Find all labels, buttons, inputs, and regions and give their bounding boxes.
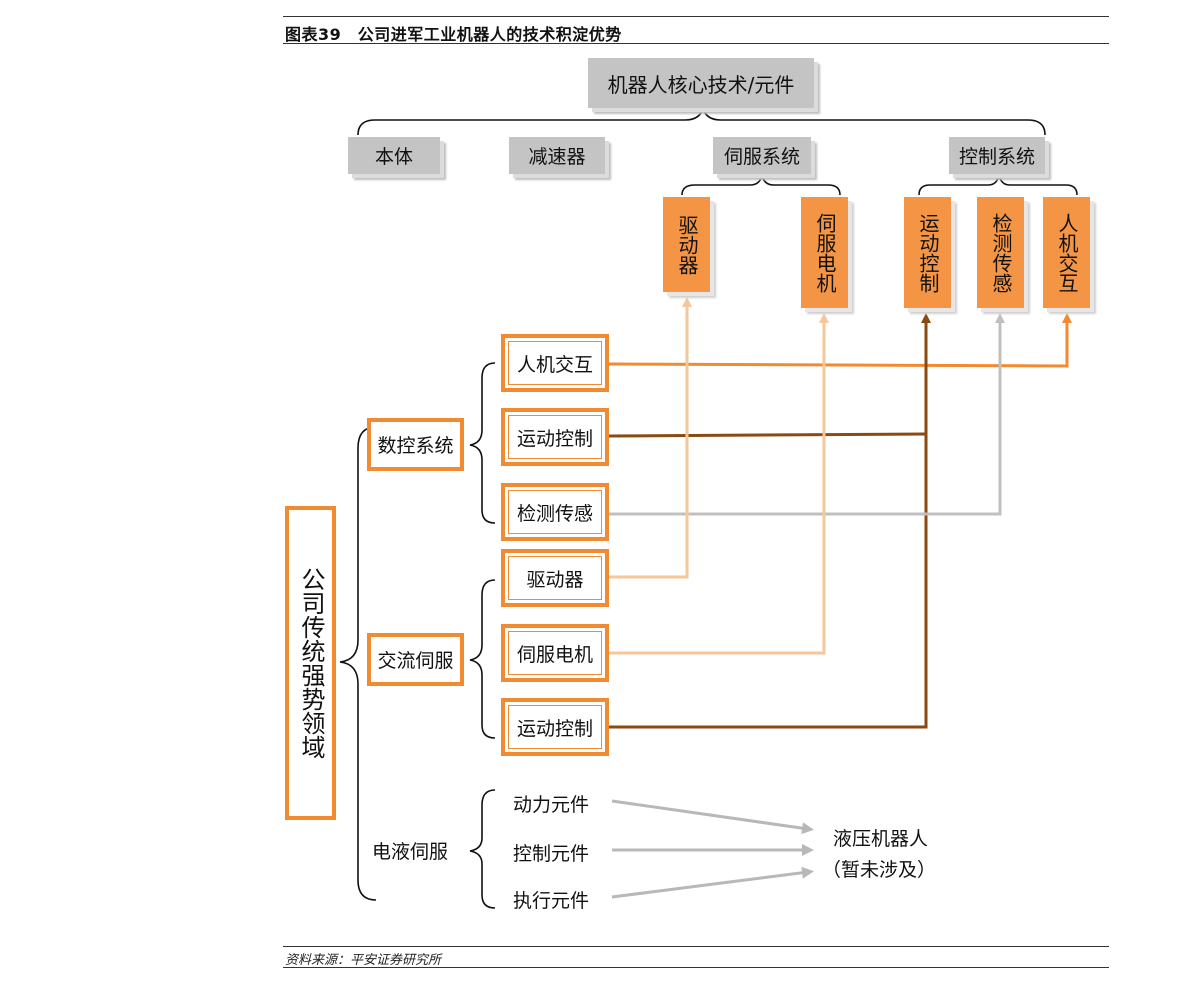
top-rule-2 <box>283 43 1109 44</box>
eh-item-execute: 执行元件 <box>513 890 590 912</box>
servo-motor-node: 伺服电机 <box>801 197 848 308</box>
cnc-item-motion: 运动控制 <box>501 408 609 466</box>
group-eh-servo: 电液伺服 <box>372 841 449 863</box>
brace-control <box>918 174 1078 196</box>
cnc-item-hmi-label: 人机交互 <box>516 353 593 376</box>
bottom-rule-2 <box>283 967 1109 968</box>
servo-motor-label: 伺服电机 <box>813 212 837 293</box>
arrow-power <box>611 799 814 835</box>
robot-core-root-label: 机器人核心技术/元件 <box>607 72 795 97</box>
eh-item-control: 控制元件 <box>513 843 590 865</box>
category-reducer-label: 减速器 <box>528 146 586 168</box>
cnc-item-sensing-label: 检测传感 <box>516 502 593 525</box>
link-driver <box>608 297 692 579</box>
link-motion-servo <box>608 313 931 729</box>
ac-item-motor: 伺服电机 <box>501 624 609 682</box>
brace-eh-servo <box>469 789 496 909</box>
category-control: 控制系统 <box>949 137 1045 174</box>
group-cnc: 数控系统 <box>367 418 464 471</box>
link-motor <box>608 313 829 655</box>
category-servo: 伺服系统 <box>713 137 811 174</box>
eh-item-power: 动力元件 <box>513 794 590 816</box>
link-sensing <box>608 313 1005 516</box>
ac-item-driver-label: 驱动器 <box>526 568 584 591</box>
company-root: 公司传统强势领域 <box>285 506 336 820</box>
control-hmi-node: 人机交互 <box>1043 197 1090 308</box>
control-sensing-label: 检测传感 <box>989 212 1013 293</box>
ac-item-driver: 驱动器 <box>501 549 609 607</box>
hydraulic-target-line1: 液压机器人 <box>833 828 929 850</box>
cnc-item-motion-label: 运动控制 <box>516 427 593 450</box>
control-motion-node: 运动控制 <box>904 197 951 308</box>
group-cnc-label: 数控系统 <box>377 435 454 457</box>
category-body: 本体 <box>348 137 440 174</box>
control-hmi-label: 人机交互 <box>1055 212 1079 293</box>
brace-servo <box>681 174 841 196</box>
source-note: 资料来源：平安证券研究所 <box>285 953 442 968</box>
ac-item-motion: 运动控制 <box>501 698 609 756</box>
ac-item-motion-label: 运动控制 <box>516 717 593 740</box>
servo-driver-node: 驱动器 <box>663 197 710 292</box>
brace-cnc <box>469 362 496 524</box>
brace-ac-servo <box>469 579 496 739</box>
brace-top <box>357 107 1046 136</box>
category-control-label: 控制系统 <box>958 146 1035 168</box>
link-hmi <box>607 313 1072 368</box>
control-motion-label: 运动控制 <box>916 212 940 293</box>
arrow-execute <box>611 866 814 899</box>
ac-item-motor-label: 伺服电机 <box>516 643 593 666</box>
control-sensing-node: 检测传感 <box>977 197 1024 308</box>
company-root-label: 公司传统强势领域 <box>297 567 325 759</box>
figure-title: 图表39 公司进军工业机器人的技术积淀优势 <box>285 25 622 44</box>
bottom-rule-1 <box>283 946 1109 947</box>
group-ac-servo-label: 交流伺服 <box>377 650 454 672</box>
servo-driver-label: 驱动器 <box>675 214 699 275</box>
cnc-item-hmi: 人机交互 <box>501 334 609 392</box>
link-motion-cnc <box>607 432 927 438</box>
group-ac-servo: 交流伺服 <box>367 633 464 686</box>
category-body-label: 本体 <box>374 146 413 168</box>
category-reducer: 减速器 <box>509 137 605 174</box>
top-rule-1 <box>283 16 1109 17</box>
brace-company <box>339 426 377 901</box>
hydraulic-target-line2: （暂未涉及） <box>822 859 937 881</box>
category-servo-label: 伺服系统 <box>723 146 800 168</box>
cnc-item-sensing: 检测传感 <box>501 483 609 541</box>
robot-core-root: 机器人核心技术/元件 <box>588 58 814 108</box>
